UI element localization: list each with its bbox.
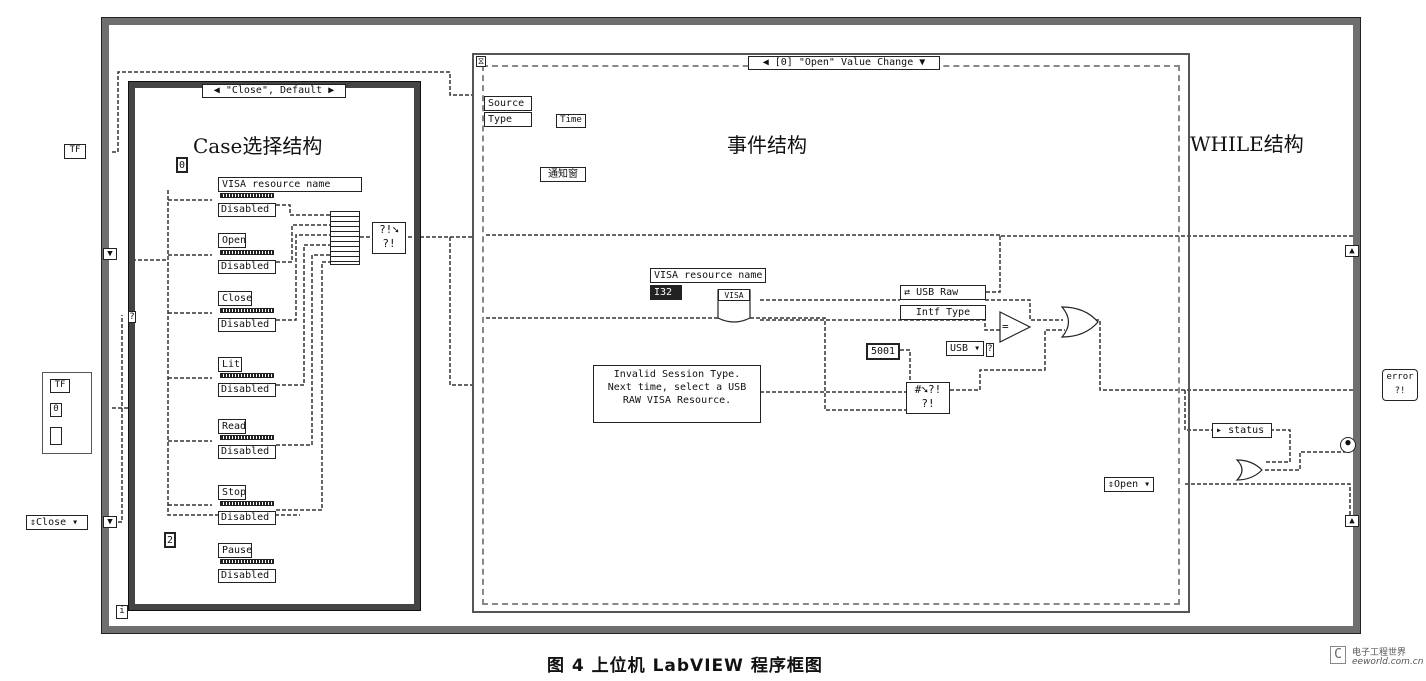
visa-resource-constant: I32 xyxy=(650,285,682,300)
case-selector-label: "Close", Default xyxy=(225,85,323,96)
close-enum-label: Close xyxy=(36,517,67,528)
intf-type-property: Intf Type xyxy=(900,305,986,320)
merge-errors-icon: ?!➘?! xyxy=(372,222,406,254)
case-structure-label: Case选择结构 xyxy=(193,134,323,158)
event-timeout-icon: ⧖ xyxy=(476,56,486,67)
property-node-bar xyxy=(220,435,274,440)
close-enum-constant[interactable]: ⇕Close ▾ xyxy=(26,515,88,530)
cluster-control[interactable]: TF 0 xyxy=(42,372,92,454)
watermark-url: eeworld.com.cn xyxy=(1352,657,1424,667)
selector-terminal-icon: ? xyxy=(128,311,136,323)
open-enum-constant[interactable]: ⇕Open ▾ xyxy=(1104,477,1154,492)
enum-arrows-icon: ⇕ xyxy=(30,517,37,528)
stop-condition-icon: ● xyxy=(1340,437,1356,453)
status-unbundle: ▸ status xyxy=(1212,423,1272,438)
index-constant-0: 0 xyxy=(176,157,188,173)
usb-enum-constant[interactable]: USB ▾ xyxy=(946,341,984,356)
invalid-session-comment: Invalid Session Type. Next time, select … xyxy=(593,365,761,423)
visa-resource-label-event: VISA resource name xyxy=(650,268,766,283)
disabled-property: Disabled xyxy=(218,569,276,583)
disabled-property: Disabled xyxy=(218,445,276,459)
while-loop-frame xyxy=(101,17,1361,634)
enum-arrows-icon: ⇕ xyxy=(1108,479,1115,490)
shift-register-right-top-icon: ▲ xyxy=(1345,245,1359,257)
property-node-bar xyxy=(220,373,274,378)
build-array-icon xyxy=(330,211,360,265)
cluster-element-number: 0 xyxy=(50,403,62,417)
disabled-property: Disabled xyxy=(218,260,276,274)
event-dropdown-icon[interactable]: ▼ xyxy=(919,57,926,68)
prev-event-icon[interactable]: ◀ xyxy=(762,57,769,68)
stop-label: Stop xyxy=(218,485,246,500)
event-structure-frame xyxy=(472,53,1190,613)
property-node-bar xyxy=(220,501,274,506)
event-selector-label: [0] "Open" Value Change xyxy=(774,57,914,68)
lit-label: Lit xyxy=(218,357,242,372)
figure-caption: 图 4 上位机 LabVIEW 程序框图 xyxy=(547,656,823,676)
case-structure-frame xyxy=(128,81,421,611)
property-node-bar xyxy=(220,250,274,255)
pause-label: Pause xyxy=(218,543,252,558)
property-node-bar xyxy=(220,559,274,564)
shift-register-top-icon: ▼ xyxy=(103,248,117,260)
close-label: Close xyxy=(218,291,252,306)
boolean-control-icon[interactable]: TF xyxy=(64,144,86,159)
read-label: Read xyxy=(218,419,246,434)
code-5001-constant: 5001 xyxy=(866,343,900,360)
event-data-source: Source xyxy=(484,96,532,111)
watermark-name: 电子工程世界 xyxy=(1352,648,1407,658)
event-data-type: Type xyxy=(484,112,532,127)
error-out-label: error xyxy=(1386,372,1414,382)
case-selector[interactable]: ◀ "Close", Default ▶ xyxy=(202,84,346,98)
usb-raw-property: ⇄ USB Raw xyxy=(900,285,986,300)
while-structure-label: WHILE结构 xyxy=(1190,132,1304,156)
index-constant-2: 2 xyxy=(164,532,176,548)
event-structure-label: 事件结构 xyxy=(727,133,807,157)
visa-resource-label: VISA resource name xyxy=(218,177,362,192)
error-out-indicator[interactable]: error?! xyxy=(1382,369,1418,401)
event-structure-inner xyxy=(482,65,1180,605)
error-cluster-icon: #➘?!?! xyxy=(906,382,950,414)
notify-indicator: 通知窗 xyxy=(540,167,586,182)
visa-property-icon: VISA xyxy=(718,289,750,301)
status-label: status xyxy=(1228,425,1265,436)
dropdown-icon: ▾ xyxy=(974,343,981,354)
disabled-property: Disabled xyxy=(218,383,276,397)
disabled-property: Disabled xyxy=(218,318,276,332)
usb-enum-label: USB xyxy=(950,343,969,354)
shift-register-right-bottom-icon: ▲ xyxy=(1345,515,1359,527)
dropdown-icon: ▾ xyxy=(1144,479,1151,490)
cast-icon: ? xyxy=(986,343,994,357)
property-node-bar xyxy=(220,193,274,198)
time-indicator: Time xyxy=(556,114,586,128)
cluster-element-string xyxy=(50,427,62,445)
property-node-bar xyxy=(220,308,274,313)
eeworld-logo-icon: C xyxy=(1330,646,1346,664)
open-label: Open xyxy=(218,233,246,248)
event-selector[interactable]: ◀ [0] "Open" Value Change ▼ xyxy=(748,56,940,70)
usb-raw-icon: ⇄ xyxy=(904,287,911,298)
disabled-property: Disabled xyxy=(218,511,276,525)
prev-case-icon[interactable]: ◀ xyxy=(213,85,220,96)
equal-operator: = xyxy=(1002,320,1009,333)
dropdown-icon: ▾ xyxy=(72,517,79,528)
iteration-terminal-icon: i xyxy=(116,605,128,619)
usb-raw-label: USB Raw xyxy=(916,287,959,298)
open-enum-label: Open xyxy=(1114,479,1139,490)
next-case-icon[interactable]: ▶ xyxy=(328,85,335,96)
unbundle-icon: ▸ xyxy=(1216,425,1223,436)
shift-register-left-icon: ▼ xyxy=(103,516,117,528)
cluster-element-tf: TF xyxy=(50,379,70,393)
disabled-property: Disabled xyxy=(218,203,276,217)
